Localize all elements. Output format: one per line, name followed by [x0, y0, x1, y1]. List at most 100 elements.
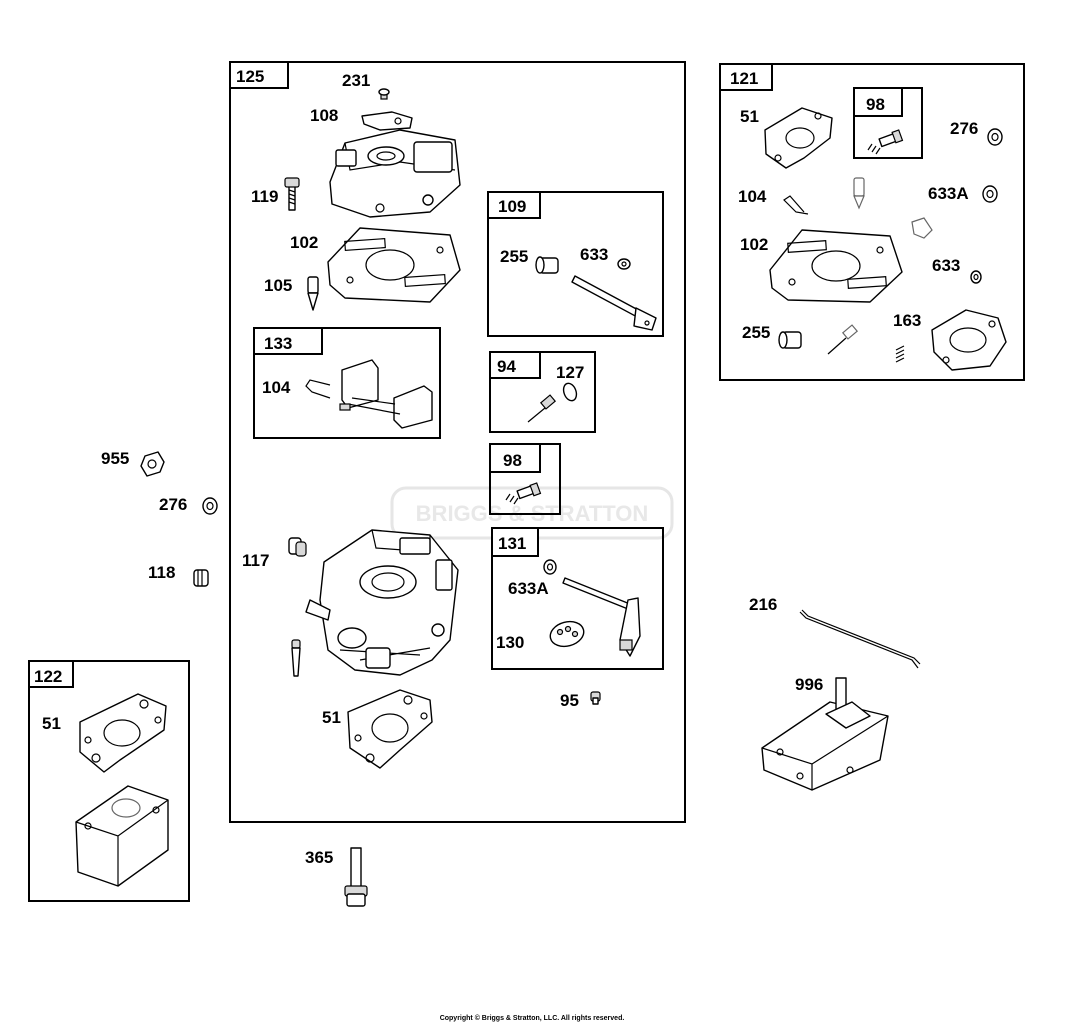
assembly-131-number[interactable]: 131 — [498, 534, 526, 553]
assembly-98-kit-number[interactable]: 98 — [866, 95, 885, 114]
label-102-kit[interactable]: 102 — [740, 235, 768, 254]
assembly-122-tag — [28, 660, 74, 688]
part-throttle-shaft[interactable] — [571, 275, 657, 331]
part-seal-633A[interactable] — [543, 559, 557, 575]
label-255-kit[interactable]: 255 — [742, 323, 770, 342]
label-996[interactable]: 996 — [795, 675, 823, 694]
assembly-133[interactable]: 133 — [253, 327, 441, 439]
assembly-125-tag — [229, 61, 289, 89]
label-118[interactable]: 118 — [148, 563, 175, 582]
part-gasket-51[interactable] — [347, 689, 433, 769]
part-gasket-102[interactable] — [327, 227, 461, 303]
label-102[interactable]: 102 — [290, 233, 318, 252]
part-float[interactable] — [339, 359, 433, 429]
assembly-109-frame — [487, 191, 664, 337]
label-276[interactable]: 276 — [159, 495, 187, 514]
label-216[interactable]: 216 — [749, 595, 777, 614]
label-633A[interactable]: 633A — [508, 579, 549, 598]
assembly-98-number[interactable]: 98 — [503, 451, 522, 470]
part-spacer-block[interactable] — [75, 785, 169, 887]
part-clip-104[interactable] — [305, 379, 331, 399]
assembly-121-tag — [719, 63, 773, 91]
label-104[interactable]: 104 — [262, 378, 291, 397]
assembly-109-tag — [487, 191, 541, 219]
part-bushing-255[interactable] — [535, 256, 559, 274]
part-spring-screw-kit[interactable] — [867, 129, 904, 155]
label-51-main[interactable]: 51 — [322, 708, 341, 727]
label-105[interactable]: 105 — [264, 276, 292, 295]
part-clip-kit[interactable] — [911, 217, 933, 239]
label-365[interactable]: 365 — [305, 848, 333, 867]
label-127[interactable]: 127 — [556, 363, 584, 382]
assembly-133-number[interactable]: 133 — [264, 334, 292, 353]
label-51-kit121[interactable]: 51 — [740, 107, 759, 126]
assembly-121-number[interactable]: 121 — [730, 69, 758, 88]
part-choke-plate-130[interactable] — [547, 618, 586, 650]
part-seal-633A-kit[interactable] — [982, 185, 998, 203]
part-mixture-screw-kit[interactable] — [827, 324, 859, 355]
label-95[interactable]: 95 — [560, 691, 579, 710]
part-bushing-255-kit[interactable] — [778, 331, 802, 349]
label-255[interactable]: 255 — [500, 247, 528, 266]
part-spring-kit[interactable] — [895, 345, 905, 363]
part-gasket-108[interactable] — [361, 111, 413, 131]
assembly-131[interactable]: 131 — [491, 527, 664, 670]
part-plug-955[interactable] — [140, 451, 165, 477]
part-bracket-996[interactable] — [761, 677, 889, 791]
part-fitting-117[interactable] — [288, 537, 307, 557]
label-633[interactable]: 633 — [580, 245, 608, 264]
assembly-125[interactable]: 125 — [229, 61, 686, 823]
assembly-94-frame — [489, 351, 596, 433]
assembly-94-number[interactable]: 94 — [497, 357, 516, 376]
part-seal-633-kit[interactable] — [970, 270, 982, 284]
assembly-98[interactable]: 98 — [489, 443, 561, 515]
assembly-122-number[interactable]: 122 — [34, 667, 62, 686]
label-231[interactable]: 231 — [342, 71, 370, 90]
part-seal-633[interactable] — [617, 258, 631, 270]
assembly-98-kit[interactable]: 98 — [853, 87, 923, 159]
label-119[interactable]: 119 — [251, 187, 278, 206]
part-gasket-163[interactable] — [931, 309, 1007, 371]
part-main-jet[interactable] — [291, 639, 301, 677]
assembly-94[interactable]: 94 — [489, 351, 596, 433]
part-needle-105[interactable] — [307, 276, 319, 311]
label-51-kit122[interactable]: 51 — [42, 714, 61, 733]
part-o-ring-127[interactable] — [561, 381, 578, 402]
part-gasket-51-kit122[interactable] — [79, 693, 167, 773]
part-gasket-102-kit[interactable] — [769, 229, 903, 303]
part-needle-kit[interactable] — [853, 177, 865, 210]
part-screw-231[interactable] — [378, 88, 390, 100]
assembly-133-tag — [253, 327, 323, 355]
label-104-kit[interactable]: 104 — [738, 187, 767, 206]
part-screw-119[interactable] — [284, 177, 300, 211]
assembly-131-frame — [491, 527, 664, 670]
copyright-notice: Copyright © Briggs & Stratton, LLC. All … — [440, 1014, 625, 1022]
label-130[interactable]: 130 — [496, 633, 524, 652]
part-carburetor-body[interactable] — [305, 529, 459, 676]
part-gasket-51-kit121[interactable] — [764, 107, 833, 169]
assembly-121[interactable]: 121 — [719, 63, 1025, 381]
assembly-125-number[interactable]: 125 — [236, 67, 264, 86]
label-955[interactable]: 955 — [101, 449, 129, 468]
assembly-109[interactable]: 109 — [487, 191, 664, 337]
label-108[interactable]: 108 — [310, 106, 338, 125]
part-link-rod-216[interactable] — [799, 609, 921, 669]
part-washer-276-kit[interactable] — [987, 128, 1003, 146]
assembly-109-number[interactable]: 109 — [498, 197, 526, 216]
part-choke-shaft[interactable] — [562, 577, 641, 657]
label-163[interactable]: 163 — [893, 311, 921, 330]
part-fitting-118[interactable] — [193, 569, 209, 587]
part-spring-screw[interactable] — [505, 482, 542, 505]
part-carburetor-top[interactable] — [329, 129, 461, 218]
part-mixture-screw[interactable] — [527, 394, 557, 423]
part-bolt-365[interactable] — [344, 847, 368, 907]
assembly-98-kit-tag — [853, 87, 903, 117]
label-633-kit[interactable]: 633 — [932, 256, 960, 275]
label-276-kit[interactable]: 276 — [950, 119, 978, 138]
label-633A-kit[interactable]: 633A — [928, 184, 969, 203]
assembly-122[interactable]: 122 — [28, 660, 190, 902]
part-screw-95[interactable] — [590, 691, 601, 705]
part-washer-276[interactable] — [202, 497, 218, 515]
part-clip-104-kit[interactable] — [783, 195, 809, 215]
label-117[interactable]: 117 — [242, 551, 269, 570]
